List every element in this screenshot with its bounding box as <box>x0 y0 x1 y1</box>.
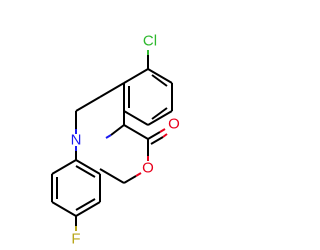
bond-ar-4-5-inner <box>75 198 96 211</box>
molecule-drawing: Cl N O O F <box>51 33 180 248</box>
chlorine-atom-label: Cl <box>143 33 157 50</box>
fluorine-atom-label: F <box>71 231 80 248</box>
bond-ch2-ch3 <box>99 168 125 184</box>
bond-ccarbonyl-odouble-2 <box>150 136 164 145</box>
bond-ar-1-2 <box>51 159 77 175</box>
ester-oxygen-label: O <box>142 160 154 177</box>
bond-osingle-ch2 <box>123 175 137 184</box>
bond-c8a-c8 <box>123 68 149 84</box>
bond-ccarbonyl-odouble-2-colored <box>162 133 168 138</box>
structure-diagram: Cl N O O F <box>51 32 180 248</box>
bond-c8a-c4 <box>99 82 125 98</box>
bond-osingle-ch2-colored <box>135 172 142 177</box>
bond-c1-ccarbonyl <box>123 124 149 140</box>
bond-c7-c7-inner <box>151 74 168 87</box>
bond-c4-c3 <box>75 96 101 112</box>
bond-ar-4-5 <box>75 201 101 217</box>
bond-c1-c4a <box>110 124 125 136</box>
bond-ar-3-4 <box>51 201 77 217</box>
bond-ar-6-1 <box>75 159 101 175</box>
bond-c5-c4a <box>123 110 149 126</box>
bond-c8-c7 <box>147 68 173 84</box>
nitrogen-atom-label: N <box>71 132 82 149</box>
bond-ccarbonyl-odouble-colored <box>159 128 166 133</box>
bond-ccarbonyl-odouble <box>147 131 161 140</box>
bond-c6-c5 <box>147 110 173 126</box>
carbonyl-oxygen-label: O <box>168 116 180 133</box>
bond-n-c1-colored <box>105 134 112 139</box>
bond-c6-c5-inner <box>151 107 168 120</box>
bond-ar-6-1-inner <box>75 165 96 178</box>
